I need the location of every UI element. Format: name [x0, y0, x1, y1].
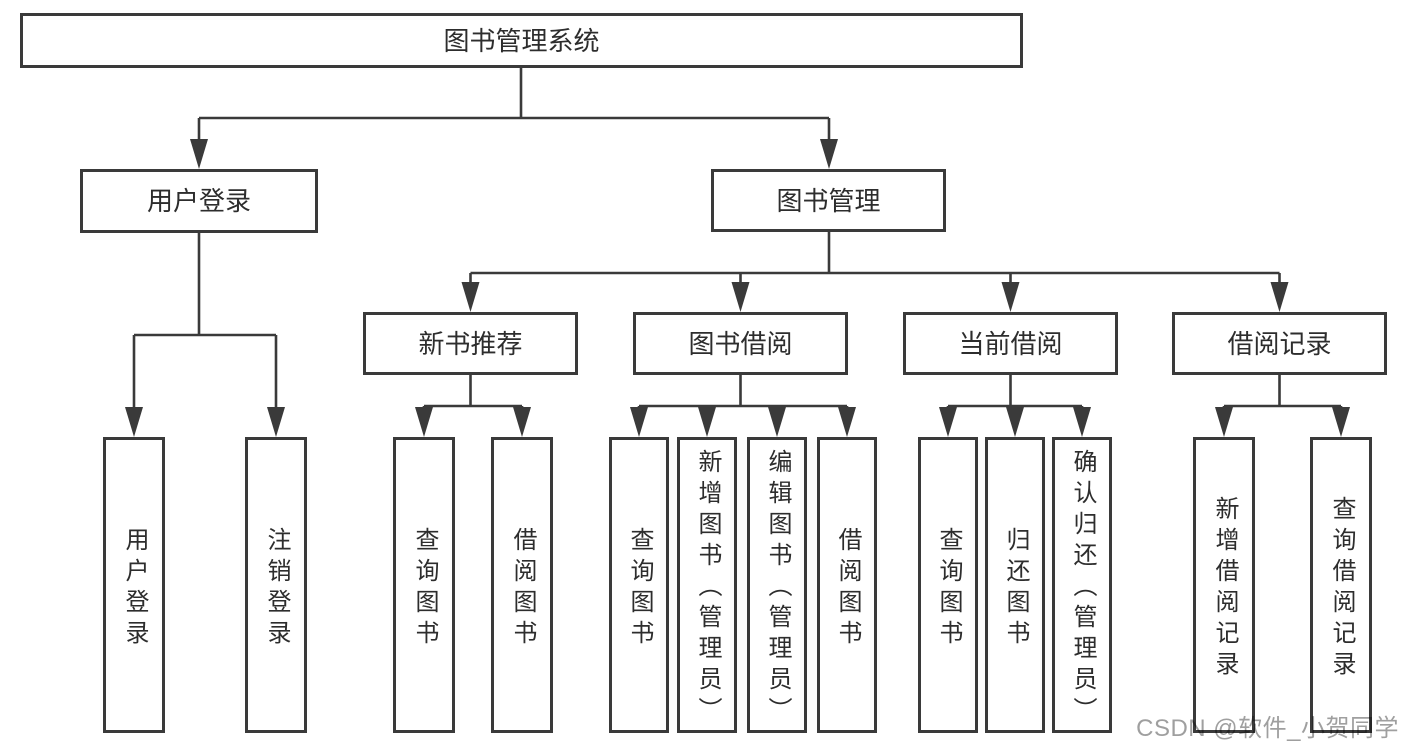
node-leaf-return-books-label: 归还图书 — [1002, 526, 1029, 651]
node-leaf-query-books-1: 查询图书 — [393, 437, 455, 733]
node-book-management: 图书管理 — [711, 169, 946, 232]
node-leaf-return-books: 归还图书 — [985, 437, 1045, 733]
node-leaf-add-book-admin-label: 新增图书（管理员） — [694, 449, 721, 728]
node-leaf-query-books-2: 查询图书 — [609, 437, 669, 733]
node-leaf-query-books-1-label: 查询图书 — [411, 526, 438, 651]
node-leaf-add-borrow-record: 新增借阅记录 — [1193, 437, 1255, 733]
node-leaf-borrow-books-1-label: 借阅图书 — [509, 526, 536, 651]
node-leaf-edit-book-admin: 编辑图书（管理员） — [747, 437, 807, 733]
node-library-management-system: 图书管理系统 — [20, 13, 1023, 68]
node-leaf-query-borrow-record: 查询借阅记录 — [1310, 437, 1372, 733]
node-leaf-query-books-3: 查询图书 — [918, 437, 978, 733]
node-new-book-recommendation: 新书推荐 — [363, 312, 578, 375]
node-current-borrowing: 当前借阅 — [903, 312, 1118, 375]
node-leaf-query-books-2-label: 查询图书 — [626, 526, 653, 651]
node-borrowing-records: 借阅记录 — [1172, 312, 1387, 375]
node-leaf-add-book-admin: 新增图书（管理员） — [677, 437, 737, 733]
node-leaf-query-borrow-record-label: 查询借阅记录 — [1328, 495, 1355, 682]
node-book-borrowing: 图书借阅 — [633, 312, 848, 375]
node-leaf-logout-label: 注销登录 — [263, 526, 290, 651]
node-leaf-confirm-return-admin-label: 确认归还（管理员） — [1069, 449, 1096, 728]
node-leaf-confirm-return-admin: 确认归还（管理员） — [1052, 437, 1112, 733]
node-leaf-borrow-books-2: 借阅图书 — [817, 437, 877, 733]
node-leaf-edit-book-admin-label: 编辑图书（管理员） — [764, 449, 791, 728]
node-leaf-query-books-3-label: 查询图书 — [935, 526, 962, 651]
node-leaf-add-borrow-record-label: 新增借阅记录 — [1211, 495, 1238, 682]
node-user-login: 用户登录 — [80, 169, 318, 233]
node-leaf-logout: 注销登录 — [245, 437, 307, 733]
csdn-watermark: CSDN @软件_小贺同学 — [1136, 715, 1399, 742]
node-leaf-borrow-books-1: 借阅图书 — [491, 437, 553, 733]
node-leaf-user-login-label: 用户登录 — [121, 526, 148, 651]
node-leaf-user-login: 用户登录 — [103, 437, 165, 733]
node-leaf-borrow-books-2-label: 借阅图书 — [834, 526, 861, 651]
